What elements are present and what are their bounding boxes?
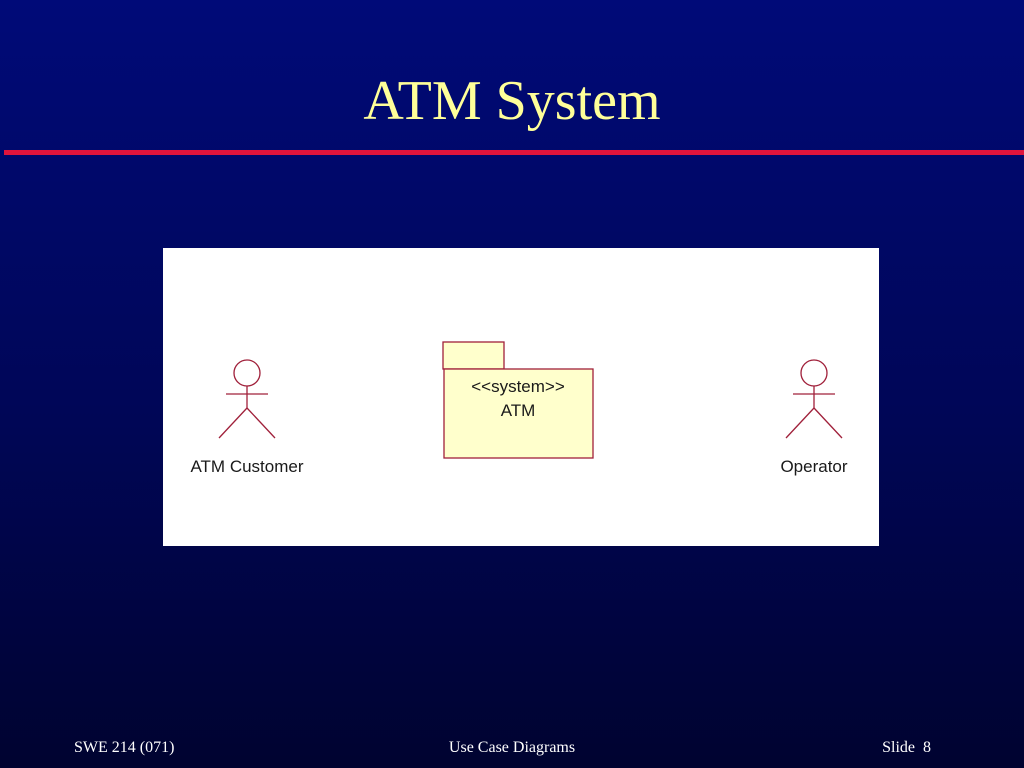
- footer-course: SWE 214 (071): [74, 739, 175, 756]
- system-package: <<system>> ATM: [442, 341, 594, 459]
- actor-operator: Operator: [780, 359, 848, 476]
- footer-slide-number: Slide 8: [882, 739, 931, 756]
- actor-atm-customer: ATM Customer: [190, 359, 304, 476]
- actor-label-operator: Operator: [780, 457, 847, 476]
- footer-topic: Use Case Diagrams: [448, 739, 576, 756]
- system-stereotype: <<system>>: [471, 377, 565, 396]
- slide-title: ATM System: [363, 70, 661, 132]
- use-case-diagram: ATM Customer <<system>> ATM Operator: [163, 248, 879, 546]
- actor-label-atm-customer: ATM Customer: [190, 457, 303, 476]
- package-tab: [442, 341, 505, 370]
- stick-figure-icon: [218, 359, 276, 439]
- stick-figure-icon: [785, 359, 843, 439]
- diagram-canvas: ATM Customer <<system>> ATM Operator: [190, 341, 848, 476]
- system-name: ATM: [501, 401, 536, 420]
- title-divider: [4, 150, 1024, 155]
- package-body: [443, 368, 594, 459]
